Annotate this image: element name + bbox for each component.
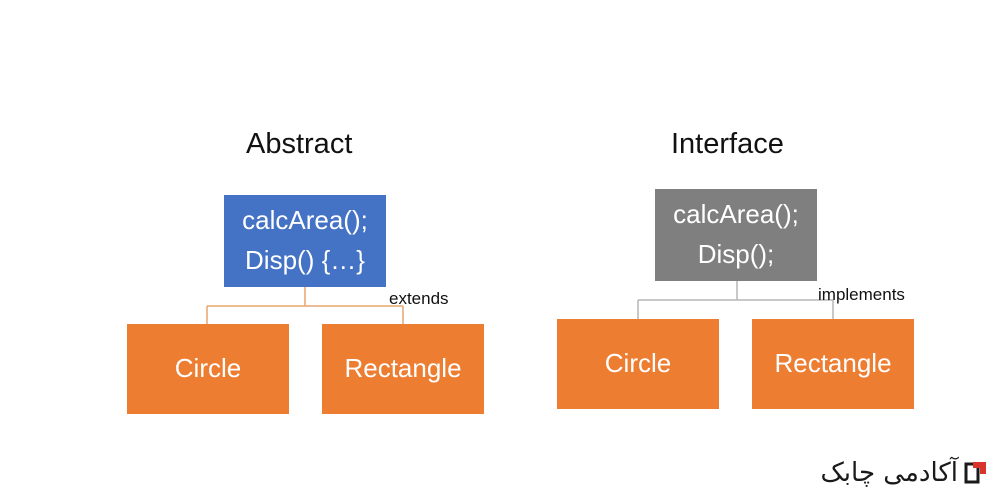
brand-logo: آکادمی چابک [780, 454, 988, 492]
abstract-relation-label: extends [389, 289, 449, 308]
interface-child-circle-box: Circle [557, 319, 719, 409]
abstract-parent-box: calcArea(); Disp() {…} [224, 195, 386, 287]
interface-parent-box: calcArea(); Disp(); [655, 189, 817, 281]
interface-child-rectangle-label: Rectangle [774, 348, 892, 379]
interface-relation-label: implements [818, 285, 905, 304]
abstract-parent-line1: calcArea(); [242, 205, 368, 236]
abstract-child-circle-box: Circle [127, 324, 289, 414]
interface-child-circle-label: Circle [604, 348, 672, 379]
abstract-child-rectangle-box: Rectangle [322, 324, 484, 414]
interface-parent-line2: Disp(); [697, 239, 775, 270]
brand-logo-text: آکادمی چابک [820, 458, 958, 488]
abstract-child-rectangle-label: Rectangle [344, 353, 462, 384]
interface-child-rectangle-box: Rectangle [752, 319, 914, 409]
interface-parent-line1: calcArea(); [673, 199, 799, 230]
interface-title: Interface [671, 128, 784, 160]
abstract-parent-line2: Disp() {…} [245, 245, 365, 276]
chabok-logo-icon [964, 460, 988, 486]
abstract-child-circle-label: Circle [174, 353, 242, 384]
abstract-title: Abstract [246, 128, 353, 160]
